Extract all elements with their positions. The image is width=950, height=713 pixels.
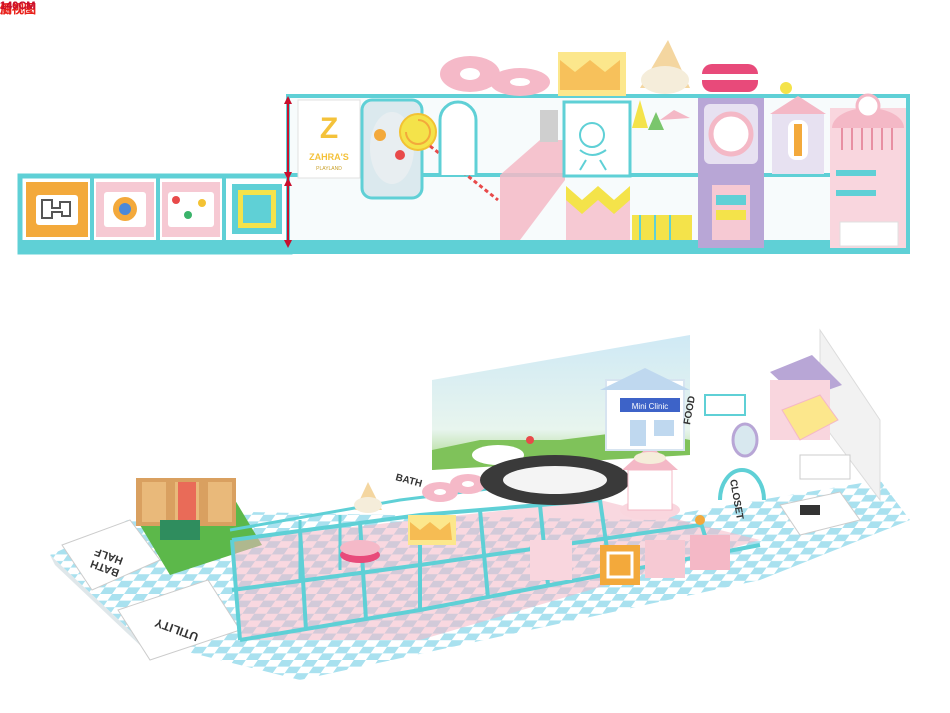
side-view-label: 侧视图	[0, 2, 37, 16]
svg-text:Z: Z	[320, 112, 338, 145]
rear-view-label: 后视图	[0, 2, 37, 16]
brand-name: ZAHRA'S	[309, 152, 349, 162]
upper-height-dimension: 140CM	[0, 0, 36, 12]
food-sign: FOOD	[682, 395, 698, 425]
lower-height-dimension: 140CM	[0, 0, 36, 12]
isometric-view: HALF BATH UTILITY	[50, 328, 910, 680]
clinic-sign: Mini Clinic	[632, 402, 668, 411]
side-elevation: Z ZAHRA'S PLAYLAND	[17, 40, 910, 255]
brand-tagline: PLAYLAND	[316, 166, 342, 172]
bath-sign: BATH	[394, 472, 423, 490]
